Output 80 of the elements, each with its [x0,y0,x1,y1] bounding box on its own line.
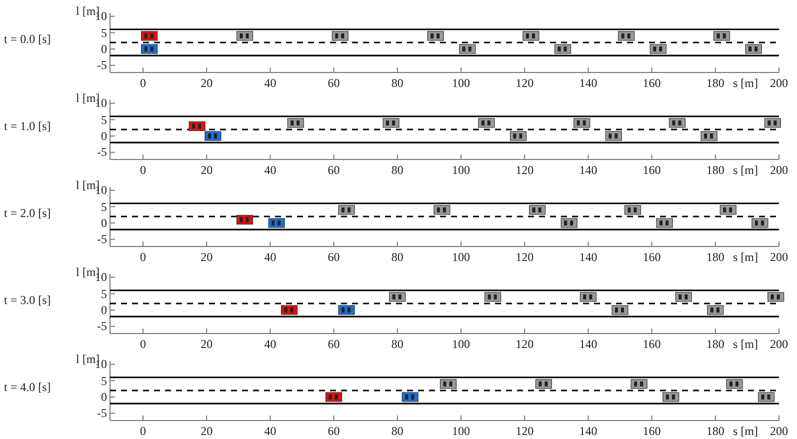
tick-label: 5 [101,374,107,388]
tick-label: 120 [516,250,534,264]
tick-label: 180 [706,76,724,90]
tick-label: 140 [579,250,598,264]
tick-label: 160 [642,250,661,264]
time-label: t = 0.0 [s] [4,33,51,46]
tick-label: 120 [516,164,534,177]
tick-label: -5 [97,59,107,72]
tick-label: 20 [200,250,213,264]
tick-label: 80 [391,338,404,351]
time-label: t = 1.0 [s] [4,120,51,134]
tick-label: 0 [140,250,146,264]
tick-label: 5 [101,288,107,301]
tick-label: -5 [97,233,107,246]
tick-label: 0 [101,391,107,404]
tick-label: 20 [200,164,213,177]
tick-label: 0 [101,130,107,143]
tick-label: 140 [579,164,598,177]
tick-label: 60 [328,164,340,177]
axis-title: s [m] [733,424,758,438]
tick-label: 100 [452,164,470,177]
tick-label: 200 [770,76,788,90]
tick-label: 60 [328,250,340,264]
tick-label: 120 [516,76,534,90]
tick-label: 200 [770,338,788,351]
tick-label: 140 [579,424,598,438]
tick-label: 40 [264,338,276,351]
tick-label: 100 [452,250,470,264]
tick-label: 180 [706,250,724,264]
tick-label: 0 [101,304,107,317]
tick-label: 80 [391,250,404,264]
tick-label: 0 [140,338,146,351]
tick-label: 40 [264,424,276,438]
tick-label: 160 [642,424,661,438]
tick-label: 0 [101,43,107,56]
tick-label: -5 [97,320,107,334]
tick-label: -5 [97,146,107,160]
tick-label: 40 [264,164,276,177]
tick-label: -5 [97,407,107,420]
axis-title: s [m] [733,76,758,90]
time-label: t = 3.0 [s] [4,294,51,308]
tick-label: 60 [328,338,340,351]
tick-label: 160 [642,164,661,177]
axis-title: s [m] [733,164,758,177]
tick-label: 40 [264,76,276,90]
tick-label: 160 [642,76,661,90]
tick-label: 80 [391,424,404,438]
tick-label: 180 [706,338,724,351]
tick-label: 120 [516,338,534,351]
tick-label: 120 [516,424,534,438]
tick-label: 100 [452,424,470,438]
tick-label: 20 [200,338,213,351]
tick-label: 60 [328,76,340,90]
axis-title: s [m] [733,338,758,351]
tick-label: 140 [579,76,598,90]
tick-label: 0 [140,424,146,438]
tick-label: 200 [770,164,788,177]
tick-label: 140 [579,338,598,351]
time-label: t = 4.0 [s] [4,381,51,394]
tick-label: 0 [140,164,146,177]
tick-label: 200 [770,250,788,264]
tick-label: 60 [328,424,340,438]
tick-label: 5 [101,200,107,214]
tick-label: 20 [200,424,213,438]
tick-label: 5 [101,114,107,127]
tick-label: 20 [200,76,213,90]
axis-title: s [m] [733,250,758,264]
tick-label: 100 [452,338,470,351]
tick-label: 160 [642,338,661,351]
tick-label: 80 [391,164,404,177]
tick-label: 40 [264,250,276,264]
tick-label: 0 [101,217,107,230]
tick-label: 180 [706,164,724,177]
tick-label: 100 [452,76,470,90]
tick-label: 200 [770,424,788,438]
tick-label: 180 [706,424,724,438]
tick-label: 5 [101,26,107,40]
time-label: t = 2.0 [s] [4,207,51,220]
tick-label: 80 [391,76,404,90]
tick-label: 0 [140,76,146,90]
